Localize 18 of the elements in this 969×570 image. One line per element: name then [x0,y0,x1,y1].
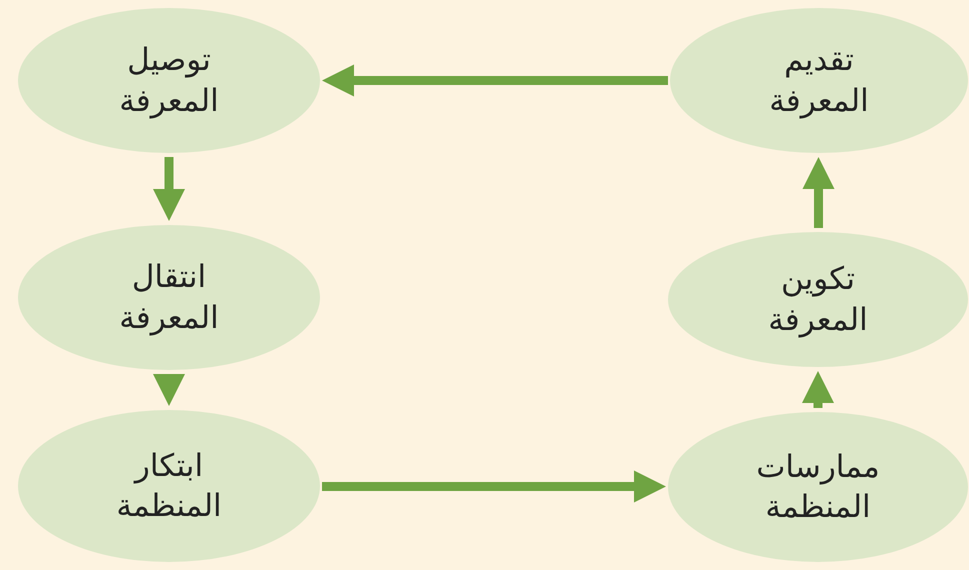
node-label: تقديم المعرفة [768,41,870,121]
arrow [153,374,185,406]
node-label: ممارسات المنظمة [755,448,881,527]
process-ellipse [668,232,968,367]
node-label: انتقال المعرفة [118,258,220,338]
arrow [322,64,668,96]
process-ellipse [670,8,968,153]
node-label: ابتكار المنظمة [115,446,223,526]
arrow [153,157,185,221]
process-ellipse [18,8,320,153]
process-ellipse [668,412,968,562]
arrow [802,371,834,408]
arrow [322,470,666,502]
node-label: توصيل المعرفة [118,41,220,121]
process-ellipse [18,410,320,562]
arrow [802,157,834,228]
node-label: تكوين المعرفة [767,260,869,340]
process-ellipse [18,225,320,370]
